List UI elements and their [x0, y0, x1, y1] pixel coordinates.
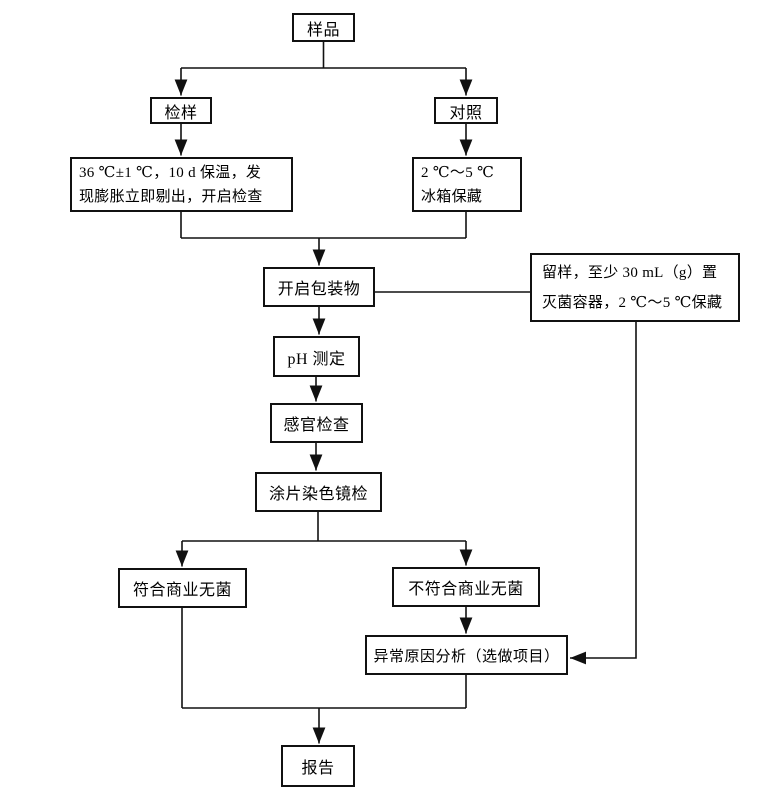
node-nonconform: 不符合商业无菌: [392, 567, 540, 607]
node-control: 对照: [434, 97, 498, 124]
node-fridge-line1: 2 ℃～5 ℃: [421, 164, 495, 181]
node-retain-line1: 留样，至少 30 mL（g）置: [542, 264, 718, 281]
connector-arrow: [570, 322, 637, 665]
node-report: 报告: [281, 745, 355, 787]
node-fridge-line2: 冰箱保藏: [421, 188, 483, 205]
node-fridge-storage: 2 ℃～5 ℃ 冰箱保藏: [412, 157, 522, 212]
node-retain-line2: 灭菌容器，2 ℃～5 ℃保藏: [542, 294, 723, 311]
node-incubation-line2: 现膨胀立即剔出，开启检查: [79, 188, 263, 205]
node-ph-test: pH 测定: [273, 336, 360, 377]
node-incubation: 36 ℃±1 ℃，10 d 保温，发 现膨胀立即剔出，开启检查: [70, 157, 293, 212]
node-sensory-exam: 感官检查: [270, 403, 363, 443]
node-retain-sample: 留样，至少 30 mL（g）置 灭菌容器，2 ℃～5 ℃保藏: [530, 253, 740, 322]
node-abnormal-analysis: 异常原因分析（选做项目）: [365, 635, 568, 675]
node-conform: 符合商业无菌: [118, 568, 247, 608]
node-test-sample: 检样: [150, 97, 212, 124]
node-sample: 样品: [292, 13, 355, 42]
node-incubation-line1: 36 ℃±1 ℃，10 d 保温，发: [79, 164, 262, 181]
node-smear-microscopy: 涂片染色镜检: [255, 472, 382, 512]
node-open-package: 开启包装物: [263, 267, 375, 307]
